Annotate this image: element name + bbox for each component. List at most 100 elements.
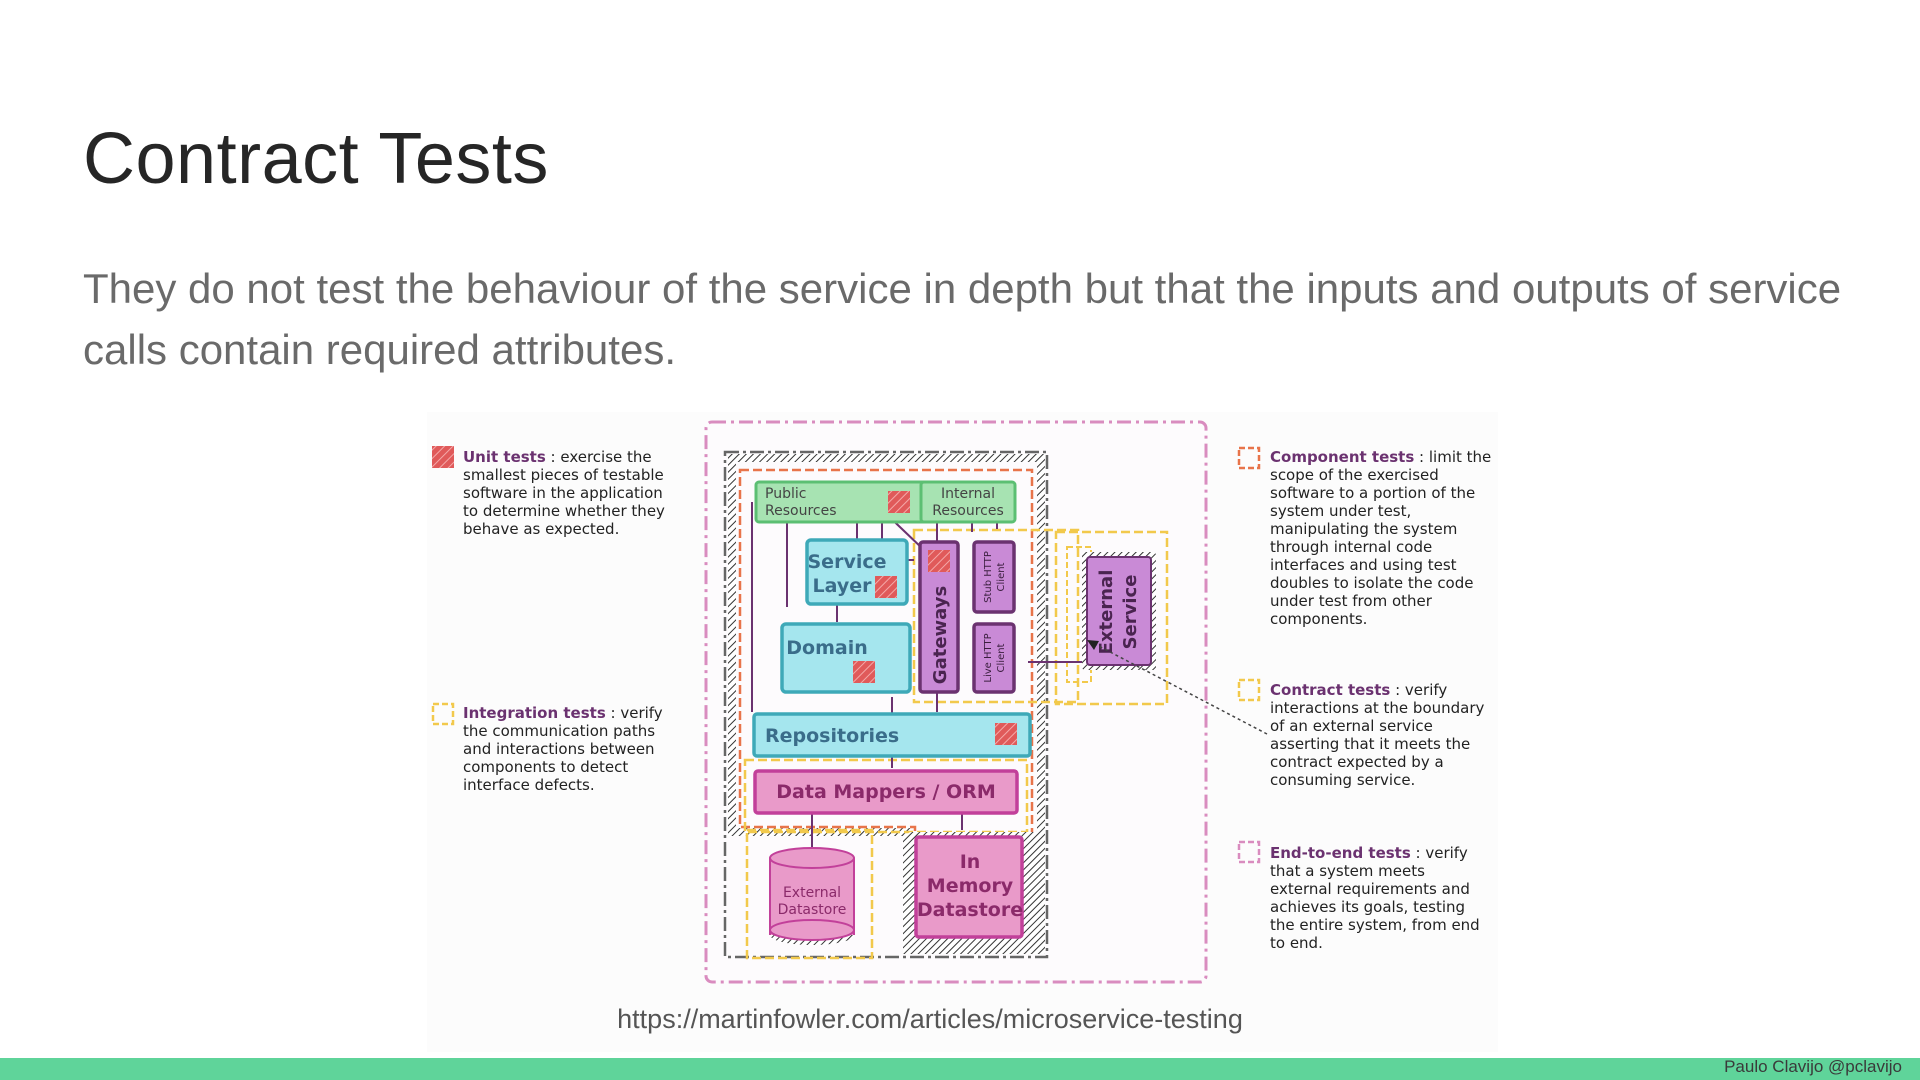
in-memory-datastore-box: In Memory Datastore — [908, 832, 1038, 947]
integration-tests-line: and interactions between — [463, 740, 655, 758]
component-tests-line: interfaces and using test — [1270, 556, 1457, 574]
service-layer-label: Layer — [813, 575, 873, 597]
component-tests-line: software to a portion of the — [1270, 484, 1475, 502]
component-tests-term: Component tests — [1270, 448, 1414, 466]
stub-http-client-label: Stub HTTP — [983, 551, 994, 603]
public-resources-label: Public — [765, 486, 806, 502]
component-tests-line: : limit the — [1414, 448, 1491, 466]
live-http-client-label: Live HTTP — [983, 633, 994, 682]
external-service-box: External Service — [1082, 552, 1156, 670]
stub-http-client-box: Stub HTTP Client — [972, 540, 1016, 614]
component-tests-swatch — [1237, 446, 1261, 470]
repositories-box: Repositories — [752, 712, 1032, 758]
diagram-svg: Unit tests : exercise the smallest piece… — [431, 420, 1496, 984]
in-memory-datastore-label: In — [960, 851, 981, 873]
contract-tests-line: : verify — [1390, 681, 1447, 699]
in-memory-datastore-label: Datastore — [917, 899, 1023, 921]
contract-tests-line: contract expected by a — [1270, 753, 1444, 771]
integration-tests-line: interface defects. — [463, 776, 595, 794]
source-link[interactable]: https://martinfowler.com/articles/micros… — [617, 1004, 1243, 1034]
end-to-end-tests-line: to end. — [1270, 934, 1323, 952]
public-resources-label: Resources — [765, 503, 837, 519]
slide-subtitle: They do not test the behaviour of the se… — [83, 265, 1842, 373]
component-tests-line: manipulating the system — [1270, 520, 1457, 538]
service-boundary — [723, 450, 1049, 959]
integration-tests-line: components to detect — [463, 758, 628, 776]
internal-resources-box: Internal Resources — [919, 480, 1017, 524]
legend-unit-tests: Unit tests : exercise the smallest piece… — [432, 446, 670, 538]
legend-contract-tests: Contract tests : verify interactions at … — [1237, 678, 1489, 789]
end-to-end-tests-swatch — [1237, 840, 1261, 864]
svg-text:Integration tests : verify: Integration tests : verify the communica… — [463, 704, 667, 794]
contract-tests-swatch — [1237, 678, 1261, 702]
in-memory-datastore-label: Memory — [927, 875, 1014, 897]
contract-tests-line: of an external service — [1270, 717, 1433, 735]
live-http-client-box: Live HTTP Client — [972, 622, 1016, 694]
component-tests-line: under test from other — [1270, 592, 1433, 610]
contract-tests-line: asserting that it meets the — [1270, 735, 1470, 753]
contract-tests-line: consuming service. — [1270, 771, 1415, 789]
unit-tests-swatch — [432, 446, 454, 468]
end-to-end-tests-line: the entire system, from end — [1270, 916, 1480, 934]
integration-tests-line: the communication paths — [463, 722, 655, 740]
external-datastore-cylinder: External Datastore — [769, 847, 855, 945]
component-tests-line: through internal code — [1270, 538, 1432, 556]
stub-http-client-label: Client — [996, 562, 1007, 591]
footer-bar — [0, 1058, 1920, 1080]
domain-box: Domain — [780, 622, 912, 694]
unit-tests-term: Unit tests — [463, 448, 546, 466]
unit-tests-line: software in the application — [463, 484, 663, 502]
legend-end-to-end-tests: End-to-end tests : verify that a system … — [1237, 840, 1484, 952]
data-mappers-label: Data Mappers / ORM — [776, 781, 995, 803]
legend-integration-tests: Integration tests : verify the communica… — [431, 702, 667, 794]
integration-boundary-external-datastore — [745, 828, 874, 960]
end-to-end-tests-line: external requirements and — [1270, 880, 1470, 898]
unit-test-marker — [995, 723, 1017, 745]
internal-resources-label: Internal — [941, 486, 995, 502]
gateways-label: Gateways — [930, 586, 951, 684]
end-to-end-tests-line: achieves its goals, testing — [1270, 898, 1465, 916]
unit-test-marker — [853, 661, 875, 683]
component-tests-line: doubles to isolate the code — [1270, 574, 1474, 592]
unit-tests-line: behave as expected. — [463, 520, 619, 538]
svg-text:End-to-end tests : verify: End-to-end tests : verify that a system … — [1270, 844, 1484, 952]
service-layer-label: Service — [808, 551, 887, 573]
contract-tests-term: Contract tests — [1270, 681, 1390, 699]
contract-test-pointer — [1087, 640, 1268, 735]
unit-test-marker — [928, 550, 950, 572]
page-title: Contract Tests — [83, 119, 549, 199]
data-mappers-box: Data Mappers / ORM — [753, 769, 1019, 815]
component-tests-line: scope of the exercised — [1270, 466, 1439, 484]
integration-tests-swatch — [431, 702, 455, 726]
contract-tests-line: interactions at the boundary — [1270, 699, 1485, 717]
unit-tests-line: to determine whether they — [463, 502, 665, 520]
end-to-end-tests-line: : verify — [1411, 844, 1468, 862]
external-datastore-label: External — [783, 885, 841, 901]
unit-tests-line: smallest pieces of testable — [463, 466, 664, 484]
live-http-client-label: Client — [996, 643, 1007, 672]
testing-strategy-diagram: Unit tests : exercise the smallest piece… — [427, 412, 1498, 1052]
integration-boundary-gateways — [912, 528, 1080, 704]
svg-text:Contract tests : verify: Contract tests : verify interactions at … — [1270, 681, 1489, 789]
external-datastore-label: Datastore — [778, 902, 847, 918]
internal-resources-label: Resources — [932, 503, 1004, 519]
unit-tests-line: : exercise the — [546, 448, 652, 466]
unit-test-marker — [875, 576, 897, 598]
repositories-label: Repositories — [765, 725, 899, 747]
end-to-end-tests-term: End-to-end tests — [1270, 844, 1411, 862]
unit-test-marker — [888, 491, 910, 513]
integration-tests-term: Integration tests — [463, 704, 606, 722]
component-tests-line: components. — [1270, 610, 1367, 628]
domain-label: Domain — [786, 637, 867, 659]
service-hatched-border — [728, 454, 1045, 954]
gateways-box: Gateways — [918, 540, 960, 694]
integration-boundary-datamappers — [743, 758, 1029, 834]
component-tests-line: system under test, — [1270, 502, 1411, 520]
public-resources-box: Public Resources — [754, 480, 930, 524]
contract-test-boundary — [1054, 530, 1169, 706]
integration-tests-line: : verify — [606, 704, 663, 722]
end-to-end-tests-line: that a system meets — [1270, 862, 1425, 880]
svg-text:Component tests : limit the: Component tests : limit the scope of the… — [1270, 448, 1496, 628]
svg-text:Unit tests : exercise the: Unit tests : exercise the smallest piece… — [463, 448, 670, 538]
external-service-label: External — [1096, 570, 1117, 655]
